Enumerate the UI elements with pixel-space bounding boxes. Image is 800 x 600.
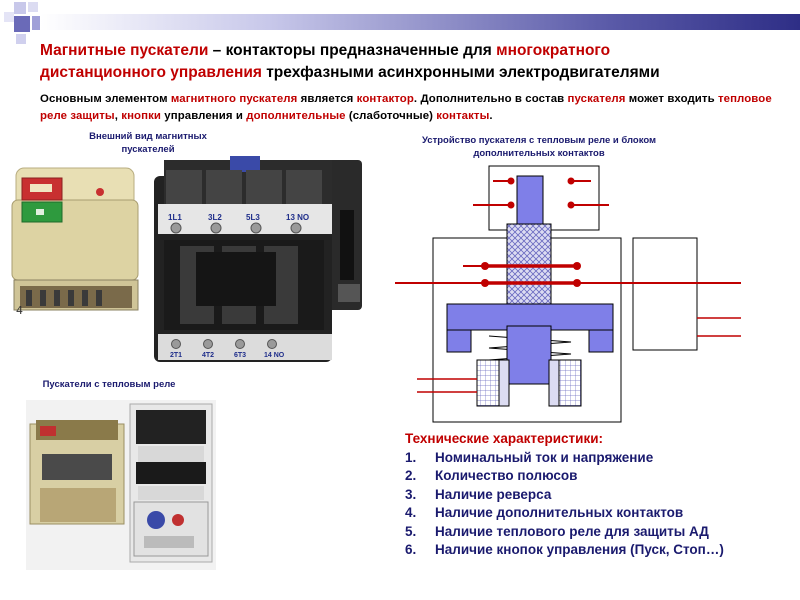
thermal-relay-starters-photo xyxy=(26,400,216,570)
terminal-label-14no: 14 NO xyxy=(264,352,285,359)
specs-list: 1.Номинальный ток и напряжение 2.Количес… xyxy=(405,449,785,560)
terminal-label-2t1: 2T1 xyxy=(170,352,182,359)
specs-title: Технические характеристики: xyxy=(405,431,604,446)
terminal-label-4t2: 4T2 xyxy=(202,352,214,359)
slide-title: Магнитные пускатели – контакторы предназ… xyxy=(40,42,660,81)
list-item: 1.Номинальный ток и напряжение xyxy=(405,449,654,465)
terminal-label-5l3: 5L3 xyxy=(246,213,260,222)
list-item: 4.Наличие дополнительных контактов xyxy=(405,505,684,520)
list-item: 2.Количество полюсов xyxy=(405,468,578,483)
caption-external-view: Внешний вид магнитных пускателей xyxy=(89,131,207,155)
terminal-label-13no: 13 NO xyxy=(286,213,309,222)
caption-device-structure: Устройство пускателя с тепловым реле и б… xyxy=(421,135,657,159)
contactor-photo: 1L1 3L2 5L3 13 NO 2T1 4T2 6T3 14 NO xyxy=(154,156,362,362)
intro-paragraph: Основным элементом магнитного пускателя … xyxy=(40,93,772,122)
list-item: 3.Наличие реверса xyxy=(405,486,552,502)
terminal-label-3l2: 3L2 xyxy=(208,213,222,222)
side-mark-label: 4 xyxy=(16,304,23,317)
list-item: 6.Наличие кнопок управления (Пуск, Стоп…… xyxy=(405,542,724,557)
caption-thermal-relay: Пускатели с тепловым реле xyxy=(42,379,176,390)
enclosed-starter-photo: 4 xyxy=(11,167,139,317)
terminal-label-1l1: 1L1 xyxy=(168,213,182,222)
starter-structure-diagram xyxy=(395,165,741,423)
header-gradient-bar xyxy=(40,14,800,30)
technical-specs: Технические характеристики: 1.Номинальны… xyxy=(405,430,785,560)
terminal-label-6t3: 6T3 xyxy=(234,352,246,359)
list-item: 5.Наличие теплового реле для защиты АД xyxy=(405,523,709,539)
